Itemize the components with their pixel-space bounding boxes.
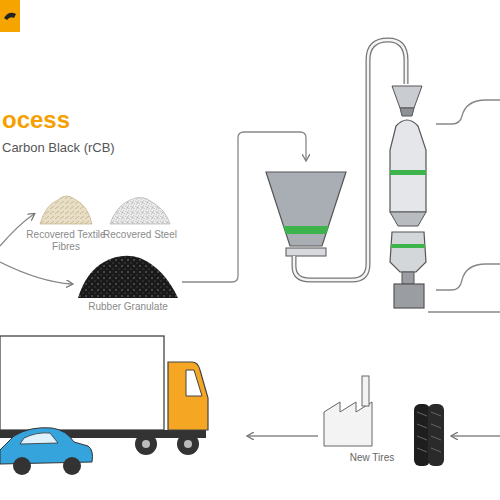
collector-box bbox=[394, 284, 424, 308]
rubber-pile bbox=[78, 256, 178, 298]
outlet-neck bbox=[402, 272, 414, 284]
fibres-pile bbox=[40, 196, 92, 224]
reactor-neck bbox=[400, 108, 414, 116]
logo-block bbox=[0, 0, 20, 32]
reactor-body bbox=[390, 120, 426, 212]
material-label: Recovered Steel bbox=[103, 229, 177, 241]
reactor-band bbox=[390, 170, 426, 175]
car-window bbox=[20, 433, 58, 444]
logo-mark bbox=[4, 13, 16, 20]
truck-window bbox=[186, 370, 202, 396]
truck-hub bbox=[184, 440, 192, 448]
diagram-subtitle: Carbon Black (rCB) bbox=[2, 140, 115, 156]
flow-line bbox=[248, 435, 318, 436]
separator-vessel bbox=[390, 232, 426, 272]
steel-pile bbox=[110, 197, 170, 224]
car-wheel bbox=[13, 457, 31, 475]
separator-band bbox=[391, 244, 425, 248]
truck-hub bbox=[142, 440, 150, 448]
tire bbox=[414, 404, 430, 466]
flow-line bbox=[436, 100, 500, 124]
factory-chimney bbox=[362, 376, 369, 406]
hopper bbox=[266, 172, 346, 246]
tire bbox=[428, 404, 444, 466]
material-label: Recovered Textile Fibres bbox=[24, 229, 108, 253]
flow-line bbox=[428, 311, 500, 312]
factory bbox=[324, 402, 372, 446]
product-label: New Tires bbox=[335, 452, 409, 464]
truck-cab bbox=[168, 362, 208, 430]
feed-pipe bbox=[294, 40, 406, 280]
car-wheel bbox=[63, 457, 81, 475]
reactor-cone bbox=[390, 212, 426, 226]
tire-tread bbox=[417, 412, 441, 452]
feed-pipe-inner bbox=[294, 40, 406, 280]
flow-line bbox=[452, 435, 500, 436]
flow-line bbox=[0, 262, 72, 284]
material-label: Rubber Granulate bbox=[73, 301, 183, 313]
hopper-band bbox=[283, 226, 329, 234]
hopper-collar bbox=[286, 248, 326, 256]
truck-trailer bbox=[0, 336, 164, 430]
reactor-inlet bbox=[392, 86, 422, 108]
truck-wheel bbox=[177, 433, 199, 455]
truck-wheel bbox=[135, 433, 157, 455]
diagram-title: ocess bbox=[2, 106, 70, 134]
flow-line bbox=[436, 264, 500, 290]
car-body bbox=[0, 428, 93, 464]
